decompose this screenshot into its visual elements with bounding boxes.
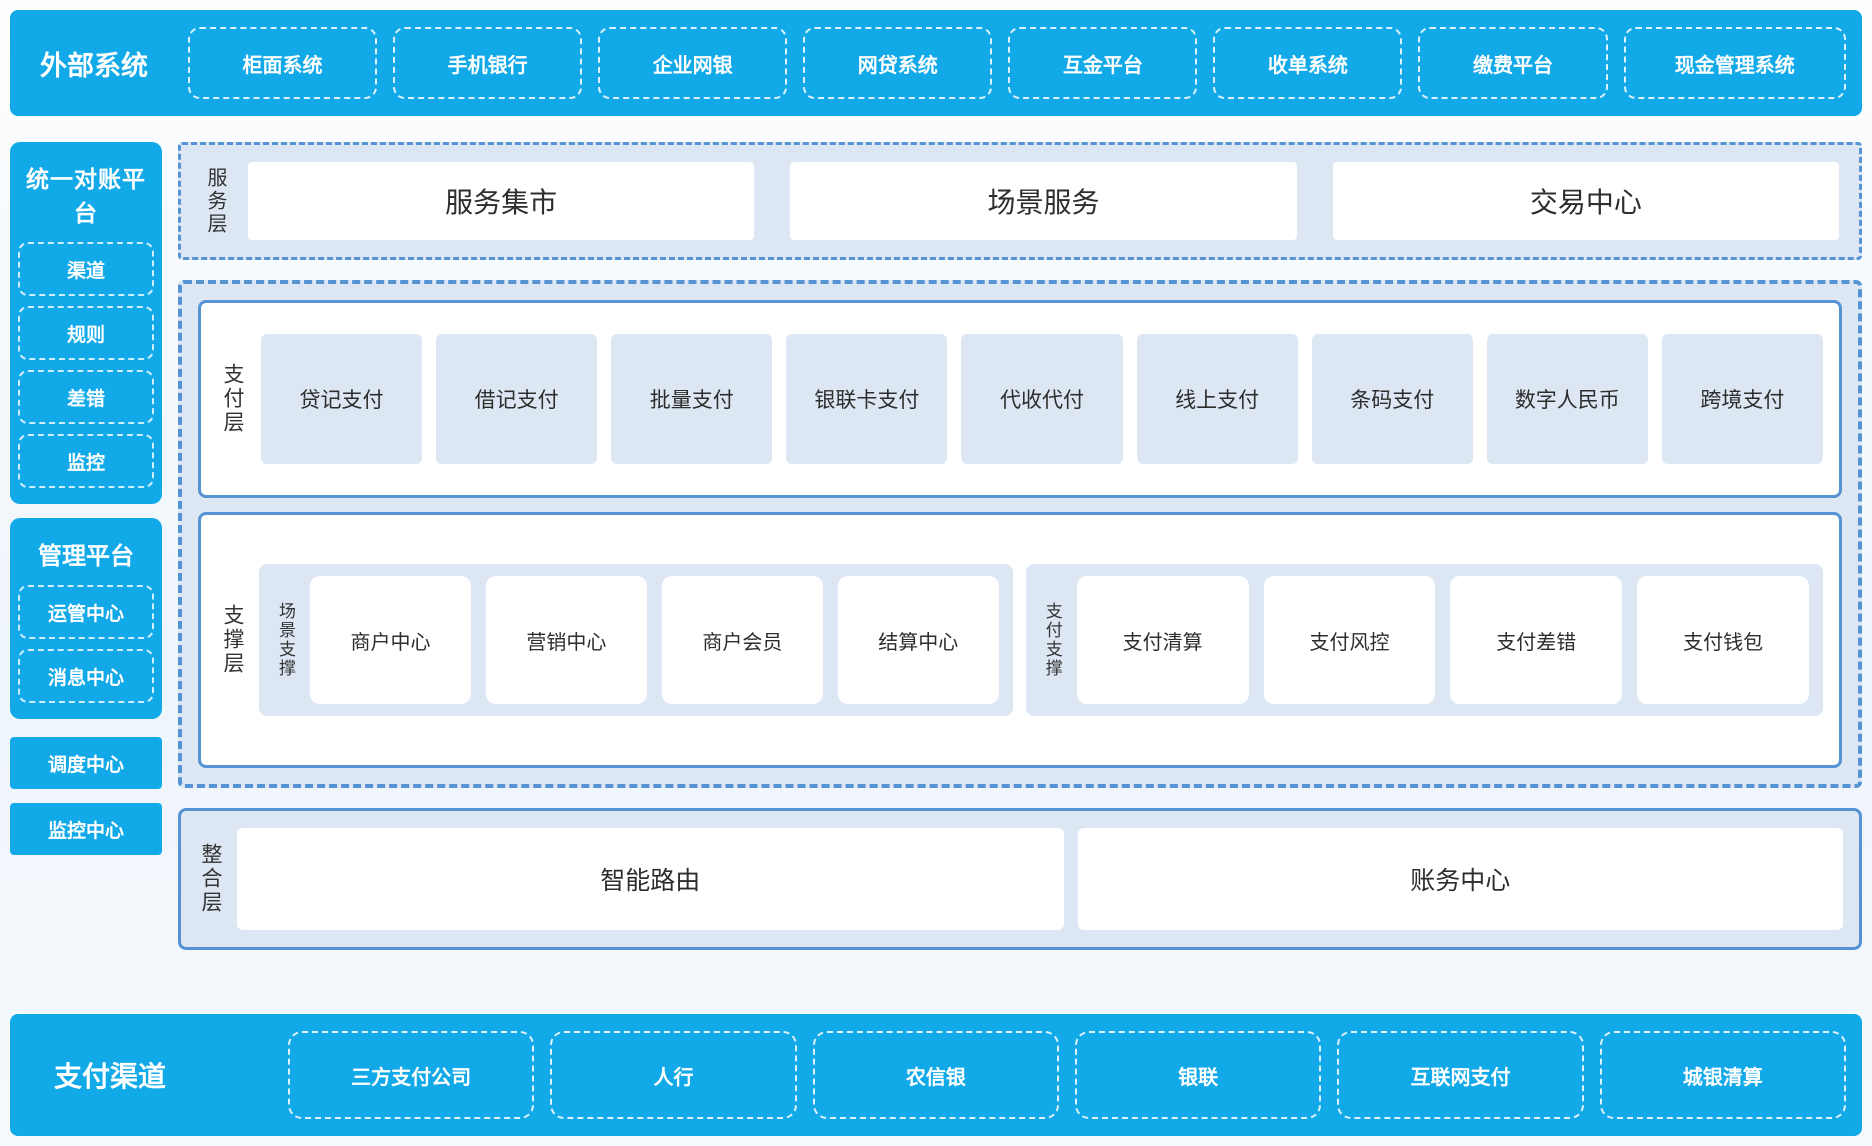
- reconciliation-platform-block: 统一对账平台 渠道 规则 差错 监控: [10, 142, 162, 504]
- payment-support-items: 支付清算 支付风控 支付差错 支付钱包: [1077, 576, 1809, 704]
- external-system-counter: 柜面系统: [188, 27, 377, 99]
- payment-layer-items: 贷记支付 借记支付 批量支付 银联卡支付 代收代付 线上支付 条码支付 数字人民…: [261, 334, 1823, 464]
- debit-payment-box: 借记支付: [436, 334, 597, 464]
- management-platform-block: 管理平台 运管中心 消息中心: [10, 518, 162, 719]
- accounting-center-box: 账务中心: [1078, 828, 1843, 930]
- monitor-center-block: 监控中心: [10, 803, 162, 855]
- channel-rural-credit-box: 农信银: [813, 1031, 1059, 1119]
- channel-unionpay-box: 银联: [1075, 1031, 1321, 1119]
- service-market-box: 服务集市: [248, 162, 754, 240]
- external-system-online-loan: 网贷系统: [803, 27, 992, 99]
- cross-border-payment-box: 跨境支付: [1662, 334, 1823, 464]
- payment-wallet-box: 支付钱包: [1637, 576, 1809, 704]
- channel-pboc-box: 人行: [550, 1031, 796, 1119]
- external-system-mobile-bank: 手机银行: [393, 27, 582, 99]
- service-layer-label: 服务层: [201, 167, 230, 236]
- support-layer-groups: 场景支撑 商户中心 营销中心 商户会员 结算中心 支付支撑 支付清算: [259, 564, 1823, 716]
- payment-risk-box: 支付风控: [1264, 576, 1436, 704]
- integration-layer-label: 整合层: [195, 843, 225, 915]
- dispatch-center-block: 调度中心: [10, 737, 162, 789]
- channel-third-party-box: 三方支付公司: [288, 1031, 534, 1119]
- service-layer-items: 服务集市 场景服务 交易中心: [248, 162, 1839, 240]
- middle-region: 统一对账平台 渠道 规则 差错 监控 管理平台 运管中心 消息中心 调度中心 监…: [10, 142, 1862, 988]
- merchant-member-box: 商户会员: [662, 576, 823, 704]
- reconciliation-item-errors: 差错: [18, 370, 154, 424]
- scene-support-group: 场景支撑 商户中心 营销中心 商户会员 结算中心: [259, 564, 1013, 716]
- digital-rmb-box: 数字人民币: [1487, 334, 1648, 464]
- payment-error-box: 支付差错: [1450, 576, 1622, 704]
- online-payment-box: 线上支付: [1137, 334, 1298, 464]
- credit-payment-box: 贷记支付: [261, 334, 422, 464]
- reconciliation-platform-title: 统一对账平台: [18, 160, 154, 228]
- scene-service-box: 场景服务: [790, 162, 1296, 240]
- reconciliation-item-channel: 渠道: [18, 242, 154, 296]
- external-system-internet-finance: 互金平台: [1008, 27, 1197, 99]
- unionpay-card-box: 银联卡支付: [786, 334, 947, 464]
- channel-city-bank-clearing-box: 城银清算: [1600, 1031, 1846, 1119]
- external-systems-title: 外部系统: [40, 44, 188, 83]
- reconciliation-item-rules: 规则: [18, 306, 154, 360]
- channel-internet-payment-box: 互联网支付: [1337, 1031, 1583, 1119]
- trade-center-box: 交易中心: [1333, 162, 1839, 240]
- external-system-cash-mgmt: 现金管理系统: [1624, 27, 1846, 99]
- integration-layer-items: 智能路由 账务中心: [237, 828, 1843, 930]
- payment-support-group: 支付支撑 支付清算 支付风控 支付差错 支付钱包: [1026, 564, 1823, 716]
- scene-support-label: 场景支撑: [273, 602, 298, 678]
- payment-support-label: 支付支撑: [1040, 602, 1065, 678]
- batch-payment-box: 批量支付: [611, 334, 772, 464]
- external-system-fee-payment: 缴费平台: [1418, 27, 1607, 99]
- payment-layer-panel: 支付层 贷记支付 借记支付 批量支付 银联卡支付 代收代付 线上支付 条码支付 …: [198, 300, 1842, 498]
- payment-channels-title: 支付渠道: [54, 1055, 288, 1095]
- support-layer-panel: 支撑层 场景支撑 商户中心 营销中心 商户会员 结算中心: [198, 512, 1842, 768]
- management-item-ops-center: 运管中心: [18, 585, 154, 639]
- external-systems-items: 柜面系统 手机银行 企业网银 网贷系统 互金平台 收单系统 缴费平台 现金管理系…: [188, 10, 1846, 116]
- payment-layer-label: 支付层: [217, 363, 247, 435]
- barcode-payment-box: 条码支付: [1312, 334, 1473, 464]
- management-item-message-center: 消息中心: [18, 649, 154, 703]
- settlement-center-box: 结算中心: [838, 576, 999, 704]
- integration-layer-panel: 整合层 智能路由 账务中心: [178, 808, 1862, 950]
- external-system-corp-ebank: 企业网银: [598, 27, 787, 99]
- left-sidebar: 统一对账平台 渠道 规则 差错 监控 管理平台 运管中心 消息中心 调度中心 监…: [10, 142, 162, 855]
- collection-payment-box: 代收代付: [961, 334, 1122, 464]
- external-system-acquiring: 收单系统: [1213, 27, 1402, 99]
- marketing-center-box: 营销中心: [486, 576, 647, 704]
- payment-channels-items: 三方支付公司 人行 农信银 银联 互联网支付 城银清算: [288, 1014, 1846, 1136]
- smart-routing-box: 智能路由: [237, 828, 1064, 930]
- merchant-center-box: 商户中心: [310, 576, 471, 704]
- payment-channels-bar: 支付渠道 三方支付公司 人行 农信银 银联 互联网支付 城银清算: [10, 1014, 1862, 1136]
- support-layer-label: 支撑层: [217, 604, 247, 676]
- main-column: 服务层 服务集市 场景服务 交易中心 支付层 贷记支付 借记支付 批量支付 银联…: [178, 142, 1862, 950]
- reconciliation-item-monitor: 监控: [18, 434, 154, 488]
- core-layers-container: 支付层 贷记支付 借记支付 批量支付 银联卡支付 代收代付 线上支付 条码支付 …: [178, 280, 1862, 788]
- external-systems-bar: 外部系统 柜面系统 手机银行 企业网银 网贷系统 互金平台 收单系统 缴费平台 …: [10, 10, 1862, 116]
- payment-clearing-box: 支付清算: [1077, 576, 1249, 704]
- management-platform-title: 管理平台: [18, 536, 154, 571]
- service-layer-panel: 服务层 服务集市 场景服务 交易中心: [178, 142, 1862, 260]
- scene-support-items: 商户中心 营销中心 商户会员 结算中心: [310, 576, 999, 704]
